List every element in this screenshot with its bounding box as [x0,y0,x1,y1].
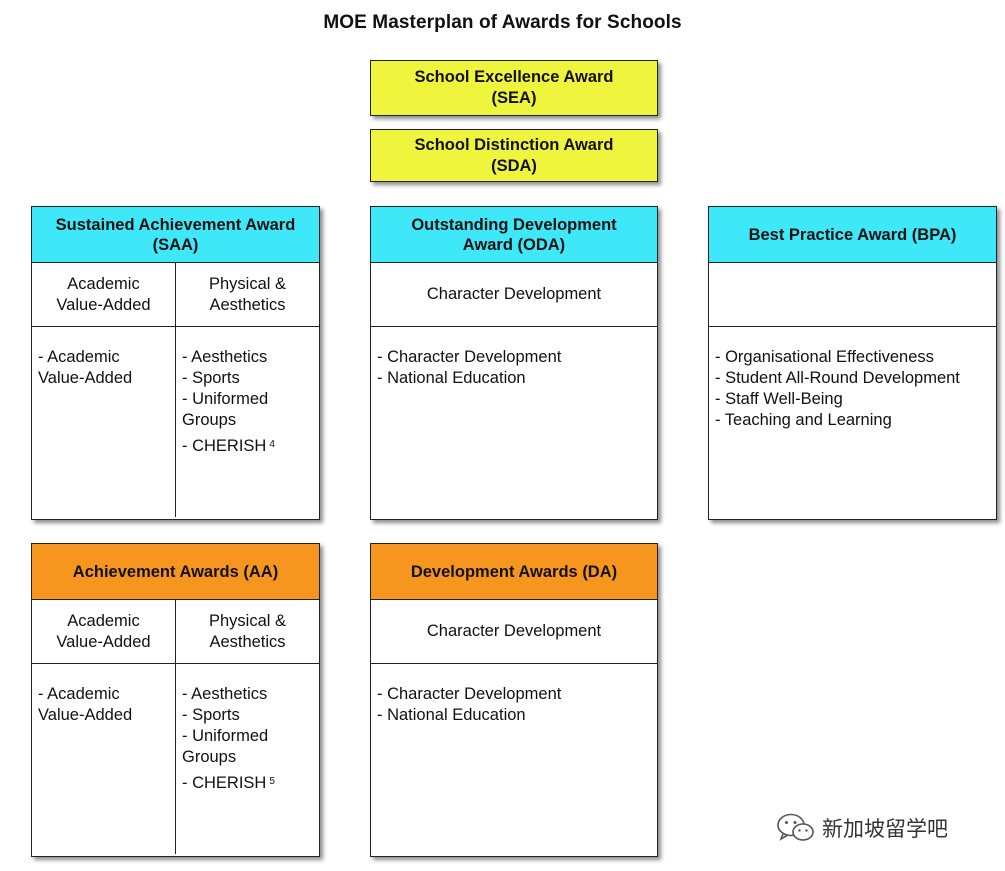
list-item: - Aesthetics [182,685,268,703]
list-item: - Staff Well-Being [715,390,843,408]
list-item: - National Education [377,706,526,724]
sda-name: School Distinction Award [414,135,614,154]
oda-box: Outstanding Development Award (ODA) Char… [370,206,658,520]
bpa-items: - Organisational Effectiveness - Student… [709,327,996,517]
oda-category-row: Character Development [371,263,657,327]
wechat-icon [777,813,814,841]
oda-category: Character Development [426,285,602,303]
cherish-label: - CHERISH [182,774,267,792]
sea-name: School Excellence Award [414,68,614,86]
list-item: - National Education [377,369,526,387]
da-items-row: - Character Development - National Educa… [371,664,657,854]
list-item: - Student All-Round Development [715,369,960,387]
list-item: - Character Development [377,348,562,366]
list-item: - Academic [38,348,120,366]
bpa-category-row [709,263,996,327]
list-item: Groups [182,411,237,429]
list-item: Value-Added [38,706,133,724]
bpa-name: Best Practice Award (BPA) [748,225,957,244]
bpa-items-row: - Organisational Effectiveness - Student… [709,327,996,517]
saa-items-row: - Academic Value-Added - Aesthetics - Sp… [32,327,319,517]
watermark-text: 新加坡留学吧 [822,818,948,841]
category-line: Aesthetics [209,632,286,651]
page-title: MOE Masterplan of Awards for Schools [323,12,682,33]
sda-box: School Distinction Award (SDA) [370,129,658,182]
saa-header: Sustained Achievement Award (SAA) [32,207,319,263]
list-item: - Aesthetics [182,348,268,366]
da-items: - Character Development - National Educa… [371,664,657,854]
oda-items: - Character Development - National Educa… [371,327,657,517]
oda-items-row: - Character Development - National Educa… [371,327,657,517]
aa-items-row: - Academic Value-Added - Aesthetics - Sp… [32,664,319,854]
list-item: - Teaching and Learning [715,411,892,429]
saa-abbr: (SAA) [152,235,199,254]
da-name: Development Awards (DA) [410,562,618,581]
list-item: - Character Development [377,685,562,703]
bpa-box: Best Practice Award (BPA) - Organisation… [708,206,997,520]
category-line: Value-Added [56,632,151,651]
oda-abbr: Award (ODA) [462,235,566,254]
watermark: 新加坡留学吧 [776,812,948,844]
cherish-label: - CHERISH [182,437,267,455]
list-item: Value-Added [38,369,133,387]
footnote-marker: 5 [269,776,275,787]
aa-physical-items: - Aesthetics - Sports - Uniformed Groups… [175,664,319,854]
sea-box: School Excellence Award (SEA) [370,60,658,116]
saa-physical-items: - Aesthetics - Sports - Uniformed Groups… [175,327,319,517]
aa-header: Achievement Awards (AA) [32,544,319,600]
list-item: - Uniformed [182,390,269,408]
oda-header: Outstanding Development Award (ODA) [371,207,657,263]
list-item: - Sports [182,706,240,724]
list-item: - Uniformed [182,727,269,745]
saa-category-physical-aesthetics: Physical & Aesthetics [175,263,319,326]
saa-box: Sustained Achievement Award (SAA) Academ… [31,206,320,520]
oda-name: Outstanding Development [411,215,617,234]
category-line: Physical & [208,274,287,293]
aa-academic-items: - Academic Value-Added [32,664,175,854]
sea-abbr: (SEA) [491,89,537,107]
category-line: Value-Added [56,295,151,314]
list-item: Groups [182,748,237,766]
aa-name: Achievement Awards (AA) [72,562,279,581]
bpa-category-empty [709,263,996,326]
bpa-header: Best Practice Award (BPA) [709,207,996,263]
da-category-row: Character Development [371,600,657,664]
da-box: Development Awards (DA) Character Develo… [370,543,658,857]
aa-category-physical-aesthetics: Physical & Aesthetics [175,600,319,663]
da-header: Development Awards (DA) [371,544,657,600]
category-line: Academic [67,274,140,293]
list-item: - Organisational Effectiveness [715,348,934,366]
footnote-marker: 4 [269,439,275,450]
category-line: Physical & [208,611,287,630]
sda-abbr: (SDA) [491,156,537,175]
saa-name: Sustained Achievement Award [55,215,296,234]
category-line: Aesthetics [209,295,286,314]
list-item: - Academic [38,685,120,703]
da-category: Character Development [426,622,602,640]
category-line: Academic [67,611,140,630]
list-item: - Sports [182,369,240,387]
saa-academic-items: - Academic Value-Added [32,327,175,517]
